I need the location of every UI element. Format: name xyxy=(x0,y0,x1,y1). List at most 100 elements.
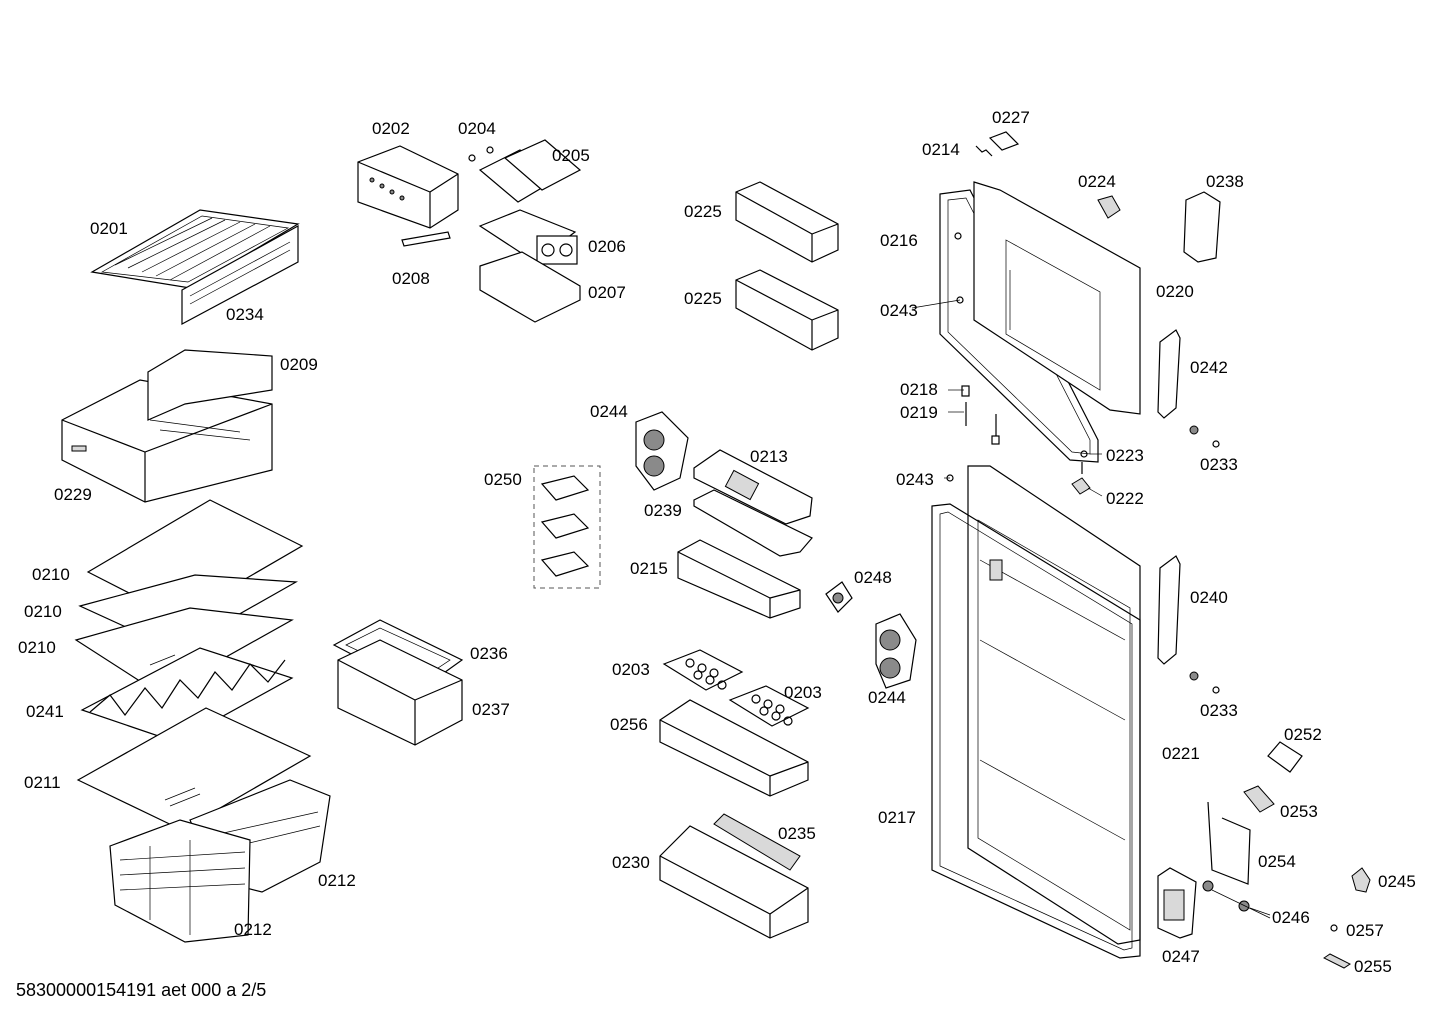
label-0205: 0205 xyxy=(552,146,590,165)
part-0256-door-bin xyxy=(659,699,809,797)
part-0253-switch xyxy=(1243,785,1275,813)
part-0238-cover xyxy=(1183,191,1221,263)
label-0213: 0213 xyxy=(750,447,788,466)
part-0244-vent-lower xyxy=(875,613,917,689)
label-0244: 0244 xyxy=(590,402,628,421)
part-0203-egg-tray-left xyxy=(662,649,744,691)
part-0243-pins xyxy=(946,232,964,482)
part-0255-rod xyxy=(1323,953,1351,969)
label-0255: 0255 xyxy=(1354,957,1392,976)
part-0250-grid-group xyxy=(533,465,601,589)
label-0246: 0246 xyxy=(1272,908,1310,927)
label-0245: 0245 xyxy=(1378,872,1416,891)
label-0257: 0257 xyxy=(1346,921,1384,940)
part-0205-ice-trays xyxy=(478,139,582,203)
part-0242-handle-upper xyxy=(1157,329,1181,419)
label-0235: 0235 xyxy=(778,824,816,843)
part-0207-ice-bin xyxy=(479,251,581,323)
document-id: 58300000154191 aet 000 a 2/5 xyxy=(16,980,267,1000)
label-0212: 0212 xyxy=(318,871,356,890)
label-0215: 0215 xyxy=(630,559,668,578)
label-0224: 0224 xyxy=(1078,172,1116,191)
label-0233: 0233 xyxy=(1200,455,1238,474)
part-0217-fridge-door-gasket xyxy=(931,503,1141,959)
part-0220-freezer-door xyxy=(973,181,1141,415)
label-0214: 0214 xyxy=(922,140,960,159)
part-0210-glass-shelf-3 xyxy=(74,607,294,695)
label-0209: 0209 xyxy=(280,355,318,374)
label-0220: 0220 xyxy=(1156,282,1194,301)
part-0234-shelf-front xyxy=(181,224,299,326)
part-0235-divider xyxy=(713,813,801,871)
part-0246-bulbs xyxy=(1202,880,1271,919)
part-0214-spring xyxy=(975,145,993,157)
label-0236: 0236 xyxy=(470,644,508,663)
label-0256: 0256 xyxy=(610,715,648,734)
part-0241-wine-rack xyxy=(80,647,294,743)
part-0257-pin xyxy=(1330,924,1338,932)
label-0210: 0210 xyxy=(32,565,70,584)
label-0210: 0210 xyxy=(18,638,56,657)
label-0227: 0227 xyxy=(992,108,1030,127)
label-0253: 0253 xyxy=(1280,802,1318,821)
label-0223: 0223 xyxy=(1106,446,1144,465)
label-0219: 0219 xyxy=(900,403,938,422)
part-0233-screw-lower xyxy=(1189,671,1220,694)
label-0247: 0247 xyxy=(1162,947,1200,966)
label-0239: 0239 xyxy=(644,501,682,520)
label-0243: 0243 xyxy=(896,470,934,489)
part-0202-ice-maker-housing xyxy=(357,145,459,229)
label-0217: 0217 xyxy=(878,808,916,827)
part-0239-gasket xyxy=(693,489,813,557)
part-0252-label xyxy=(1267,741,1303,773)
part-0224-block xyxy=(1097,195,1121,219)
part-0204-pins xyxy=(468,146,494,162)
part-0211-glass-shelf xyxy=(76,707,312,831)
label-0208: 0208 xyxy=(392,269,430,288)
part-0206-tray-frame xyxy=(478,209,578,265)
label-0238: 0238 xyxy=(1206,172,1244,191)
part-0221-fridge-door xyxy=(967,465,1141,945)
label-0210: 0210 xyxy=(24,602,62,621)
label-0234: 0234 xyxy=(226,305,264,324)
label-0218: 0218 xyxy=(900,380,938,399)
label-0202: 0202 xyxy=(372,119,410,138)
part-0230-door-bin xyxy=(659,825,809,939)
part-0225-door-shelf-lower xyxy=(735,269,839,351)
label-0203: 0203 xyxy=(612,660,650,679)
part-0227-cap xyxy=(988,131,1020,151)
label-0211: 0211 xyxy=(24,773,61,792)
part-0223-0222-hardware xyxy=(1071,450,1091,495)
label-0243: 0243 xyxy=(880,301,918,320)
label-0207: 0207 xyxy=(588,283,626,302)
label-0233: 0233 xyxy=(1200,701,1238,720)
label-0244: 0244 xyxy=(868,688,906,707)
label-0225: 0225 xyxy=(684,289,722,308)
part-0254-bracket xyxy=(1207,801,1251,885)
label-0241: 0241 xyxy=(26,702,64,721)
label-0212: 0212 xyxy=(234,920,272,939)
part-0245-clip xyxy=(1351,867,1371,893)
label-0252: 0252 xyxy=(1284,725,1322,744)
label-0225: 0225 xyxy=(684,202,722,221)
label-0242: 0242 xyxy=(1190,358,1228,377)
part-0240-handle-lower xyxy=(1157,555,1181,665)
label-0216: 0216 xyxy=(880,231,918,250)
label-0206: 0206 xyxy=(588,237,626,256)
part-0225-door-shelf-upper xyxy=(735,181,839,263)
label-0201: 0201 xyxy=(90,219,128,238)
part-0248-knob xyxy=(825,581,853,613)
part-0203-egg-tray-right xyxy=(728,685,810,727)
label-0254: 0254 xyxy=(1258,852,1296,871)
label-0221: 0221 xyxy=(1162,744,1200,763)
leader-lines xyxy=(911,299,1103,497)
label-0203: 0203 xyxy=(784,683,822,702)
part-0213-control-panel xyxy=(693,449,813,525)
part-0215-door-bin xyxy=(677,539,801,619)
label-0240: 0240 xyxy=(1190,588,1228,607)
label-0230: 0230 xyxy=(612,853,650,872)
part-0244-vent-upper xyxy=(635,411,689,491)
label-0222: 0222 xyxy=(1106,489,1144,508)
label-0237: 0237 xyxy=(472,700,510,719)
